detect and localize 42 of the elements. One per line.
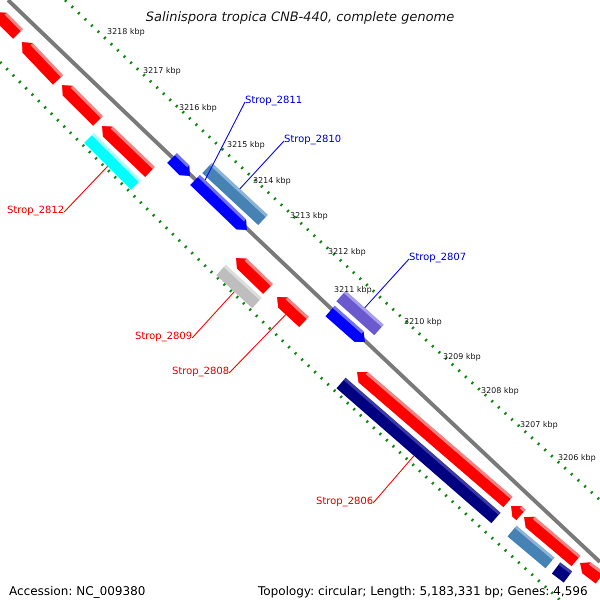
leader-line <box>364 258 410 308</box>
genome-info-text: Topology: circular; Length: 5,183,331 bp; Genes: 4,596 <box>258 585 588 597</box>
gene-bar <box>216 264 262 308</box>
leader-line <box>204 102 246 180</box>
leader-line <box>228 314 286 374</box>
gene-block <box>62 85 103 126</box>
tick-label: 3216 kbp <box>179 104 217 112</box>
gene-block <box>167 153 190 176</box>
gene-label: Strop_2806 <box>316 497 374 507</box>
gene-block <box>524 516 580 566</box>
tick-label: 3212 kbp <box>328 248 366 256</box>
tick-label: 3207 kbp <box>520 421 558 429</box>
tick-label: 3211 kbp <box>334 286 372 294</box>
gene-block <box>511 506 526 520</box>
tick-label: 3217 kbp <box>143 67 181 75</box>
leader-line <box>192 291 235 338</box>
gene-bar <box>84 133 141 190</box>
gene-label: Strop_2812 <box>7 206 64 216</box>
leader-line <box>239 140 284 190</box>
gene-bar <box>552 562 572 583</box>
gene-block <box>277 297 309 328</box>
tick-label: 3214 kbp <box>253 177 291 185</box>
tick-label: 3206 kbp <box>558 454 596 462</box>
gene-label: Strop_2809 <box>135 332 192 342</box>
tick-label: 3208 kbp <box>481 387 519 395</box>
leader-line <box>64 166 108 212</box>
tick-label: 3209 kbp <box>443 353 481 361</box>
tick-label: 3218 kbp <box>107 28 145 36</box>
gene-label: Strop_2807 <box>409 253 466 263</box>
accession-text: Accession: NC_009380 <box>9 585 146 597</box>
gene-label: Strop_2808 <box>172 367 230 377</box>
title: Salinispora tropica CNB-440, complete genome <box>144 11 456 24</box>
leader-line <box>372 455 414 504</box>
gene-label: Strop_2810 <box>284 135 342 145</box>
gene-label: Strop_2811 <box>245 96 302 106</box>
tick-label: 3213 kbp <box>290 212 328 220</box>
gene-block <box>325 306 365 342</box>
tick-label: 3210 kbp <box>404 318 442 326</box>
tick-label: 3215 kbp <box>227 141 265 149</box>
gene-block <box>22 42 64 85</box>
gene-block <box>580 562 600 584</box>
gene-block <box>0 12 23 39</box>
